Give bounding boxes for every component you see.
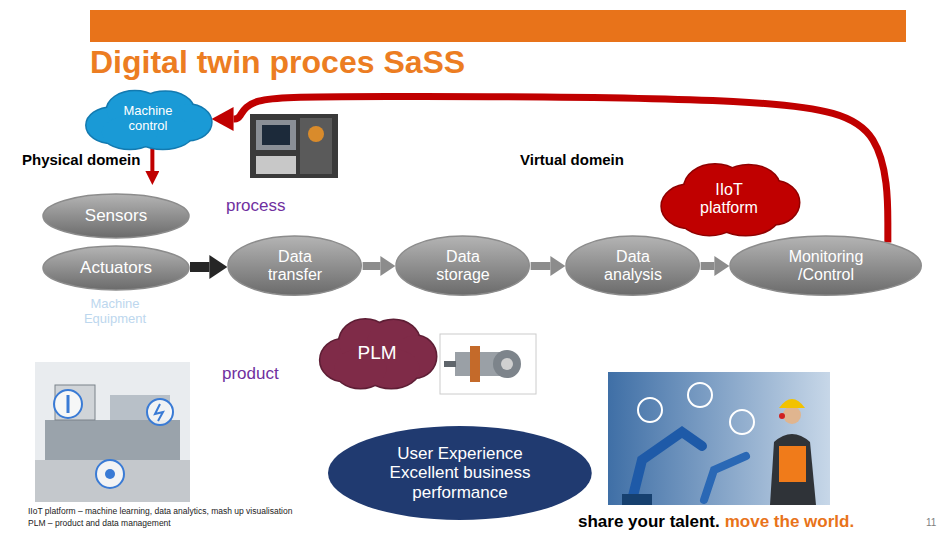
outcome-ellipse: User Experience Excellent business perfo…: [327, 425, 593, 521]
cloud-outline: [87, 91, 212, 149]
ellipse-outline: [328, 426, 592, 520]
process-ellipse: Data storage: [395, 235, 530, 296]
domain-panel: Physical domeinMachine Equipment SensorsA…: [12, 133, 215, 413]
node-label: Data transfer: [253, 248, 338, 285]
node-label: Sensors: [85, 206, 147, 226]
footnote: PLM – product and data management: [28, 519, 171, 529]
flow-arrow: [363, 262, 381, 270]
lab-bench: [45, 420, 180, 460]
lab-machine: [55, 385, 95, 420]
photo-ground: [35, 362, 190, 502]
gear-hub: [501, 358, 513, 370]
gear-wheel: [493, 350, 521, 378]
machine-body: [300, 118, 332, 174]
gear-shaft: [444, 361, 456, 367]
flow-arrow: [150, 146, 154, 171]
robot-arm: [632, 432, 702, 500]
robot-arm: [704, 456, 746, 500]
ellipse-outline: [228, 236, 361, 295]
gearbox-image: [440, 334, 536, 394]
ellipse-outline: [43, 194, 189, 238]
node-label: User Experience Excellent business perfo…: [373, 444, 548, 503]
process-ellipse: Data analysis: [565, 235, 700, 296]
photo-ground: [608, 372, 830, 505]
gear-housing: [455, 352, 505, 376]
worker-helmet: [779, 399, 805, 408]
slide-title: Digital twin proces SaSS: [90, 44, 465, 81]
slogan: share your talent.: [578, 512, 720, 532]
tech-icon: [638, 398, 662, 422]
cloud-fill: [87, 91, 212, 149]
machine-photo: [250, 114, 338, 178]
ellipse-outline: [396, 236, 529, 295]
domain-panel: Virtual domeinIIoT platformData transfer…: [215, 133, 946, 413]
photo-ground: [250, 114, 338, 178]
section-label: process: [226, 196, 286, 216]
machine-box: Machine Equipment SensorsActuators: [24, 185, 207, 357]
flow-arrow: [531, 262, 551, 270]
component-ellipse: Actuators: [42, 245, 190, 291]
cloud-lobe: [335, 349, 387, 388]
lab-floor: [35, 460, 190, 502]
machine-panel: [256, 120, 296, 150]
panel-title: Machine Equipment: [70, 297, 160, 327]
node-label: Monitoring /Control: [764, 248, 889, 285]
ellipse-outline: [730, 236, 921, 295]
tech-icon: [688, 383, 712, 407]
gear-part: [470, 346, 480, 382]
node-label: Data analysis: [591, 248, 676, 285]
lab-machine: [110, 395, 170, 420]
page-number: 11: [926, 517, 936, 529]
process-ellipse: Monitoring /Control: [729, 235, 922, 296]
process-ellipse: Data transfer: [227, 235, 362, 296]
footnote: IIoT platform – machine learning, data a…: [28, 507, 292, 517]
flow-arrow: [234, 96, 888, 242]
ellipse-outline: [43, 246, 189, 290]
cloud-lobe: [679, 195, 741, 235]
photo-ground: [440, 334, 536, 394]
worker-earmuff: [779, 413, 785, 419]
worker-photo: [608, 372, 830, 505]
node-label: Machine control: [112, 104, 184, 134]
flow-arrow: [701, 262, 715, 270]
sensor-icon: [155, 404, 163, 421]
cloud-lobe: [102, 115, 158, 148]
plm-cloud: PLM: [318, 318, 436, 388]
cloud-outline: [662, 164, 799, 235]
ellipse-outline: [566, 236, 699, 295]
cloud-lobe: [679, 195, 741, 235]
node-label: IIoT platform: [689, 181, 769, 218]
cloud-lobe: [335, 349, 387, 388]
machine-lamp: [308, 126, 324, 142]
lab-photo: [35, 362, 190, 502]
worker-face: [783, 406, 801, 424]
section-label: product: [222, 364, 279, 384]
flow-arrow: [190, 262, 209, 272]
cloud-fill: [662, 164, 799, 235]
cloud-fill: [320, 319, 436, 388]
sensor-icon: [67, 395, 70, 413]
cloud-lobe: [102, 115, 158, 148]
platform-cloud: IIoT platform: [659, 163, 799, 235]
header-bar: [90, 10, 906, 42]
tech-icon: [730, 410, 754, 434]
node-label: Actuators: [80, 258, 152, 278]
slogan: move the world.: [725, 512, 854, 532]
sensor-icon: [147, 399, 173, 425]
component-ellipse: Sensors: [42, 193, 190, 239]
cloud-outline: [320, 319, 436, 388]
control-cloud: Machine control: [84, 90, 211, 149]
worker-vest: [779, 446, 806, 482]
robot-base: [622, 494, 652, 505]
sensor-icon: [96, 460, 124, 488]
machine-table: [256, 156, 296, 174]
panel-title: Physical domein: [22, 151, 140, 168]
worker-body: [770, 434, 816, 505]
sensor-icon: [54, 390, 82, 418]
machine-screen: [262, 125, 290, 145]
panel-title: Virtual domein: [520, 151, 624, 168]
node-label: Data storage: [421, 248, 506, 285]
node-label: PLM: [357, 342, 396, 364]
sensor-icon: [105, 469, 115, 479]
